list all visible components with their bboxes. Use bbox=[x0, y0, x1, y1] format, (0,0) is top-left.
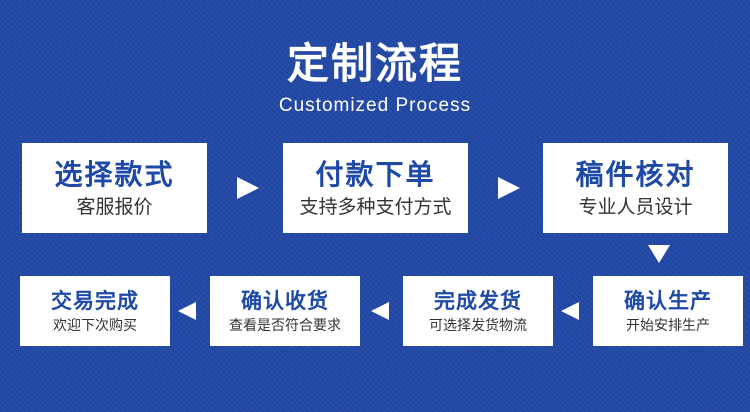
arrow-right-icon bbox=[498, 177, 520, 199]
step-description: 专业人员设计 bbox=[578, 196, 693, 218]
arrow-down-icon bbox=[648, 245, 670, 263]
step-deal-complete: 交易完成 欢迎下次购买 bbox=[20, 276, 170, 346]
step-confirm-production: 确认生产 开始安排生产 bbox=[593, 276, 743, 346]
step-confirm-receipt: 确认收货 查看是否符合要求 bbox=[210, 276, 360, 346]
step-title: 完成发货 bbox=[434, 289, 522, 313]
step-description: 支持多种支付方式 bbox=[299, 196, 452, 218]
step-description: 客服报价 bbox=[76, 196, 153, 218]
step-title: 付款下单 bbox=[315, 158, 436, 191]
page-title: 定制流程 bbox=[286, 39, 463, 88]
arrow-left-icon bbox=[561, 302, 579, 320]
step-description: 查看是否符合要求 bbox=[229, 318, 341, 334]
step-title: 确认收货 bbox=[241, 289, 329, 313]
step-shipping: 完成发货 可选择发货物流 bbox=[403, 276, 553, 346]
step-title: 选择款式 bbox=[54, 158, 175, 191]
step-title: 交易完成 bbox=[51, 289, 139, 313]
step-description: 可选择发货物流 bbox=[429, 318, 527, 334]
arrow-left-icon bbox=[178, 302, 196, 320]
arrow-left-icon bbox=[371, 302, 389, 320]
page-subtitle: Customized Process bbox=[278, 95, 472, 116]
step-title: 确认生产 bbox=[624, 289, 712, 313]
step-payment: 付款下单 支持多种支付方式 bbox=[283, 143, 468, 233]
step-description: 开始安排生产 bbox=[626, 318, 710, 334]
step-select-style: 选择款式 客服报价 bbox=[22, 143, 207, 233]
arrow-right-icon bbox=[237, 177, 259, 199]
step-draft-review: 稿件核对 专业人员设计 bbox=[543, 143, 728, 233]
step-description: 欢迎下次购买 bbox=[53, 318, 137, 334]
step-title: 稿件核对 bbox=[575, 158, 696, 191]
